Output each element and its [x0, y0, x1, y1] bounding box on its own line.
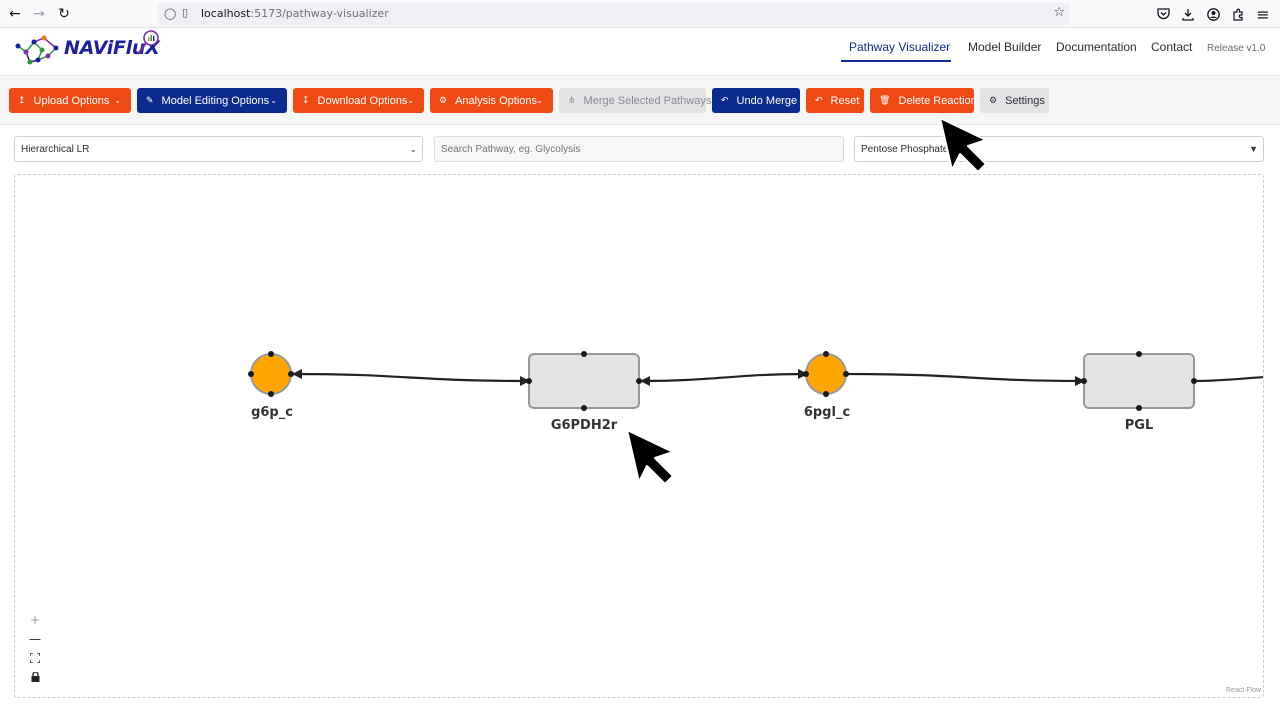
analysis-icon: ⚙: [439, 95, 448, 105]
pathway-select[interactable]: Pentose Phosphate ▼: [854, 136, 1264, 162]
search-pathway-input[interactable]: [434, 136, 844, 162]
download-options-label: Download Options: [317, 94, 408, 107]
metabolite-node-6pgl_c[interactable]: [803, 351, 849, 397]
forward-icon[interactable]: →: [33, 6, 45, 22]
download-options-button[interactable]: ↧ Download Options ⌄: [293, 88, 424, 113]
delete-reaction-label: Delete Reaction: [898, 94, 977, 107]
flow-controls: + —: [27, 612, 43, 688]
release-label: Release v1.0: [1207, 43, 1266, 54]
reaction-node-PGL[interactable]: [1081, 351, 1197, 411]
menu-icon[interactable]: ≡: [1256, 4, 1270, 24]
chevron-down-icon: ⌄: [536, 96, 543, 105]
browser-toolbar: ← → ↻ ◯ ▯ localhost:5173/pathway-visuali…: [0, 0, 1280, 28]
nav-model-builder[interactable]: Model Builder: [968, 40, 1042, 54]
merge-icon: ⋔: [568, 95, 576, 105]
edge-PGL-out[interactable]: [1192, 376, 1264, 383]
merge-selected-pathways-label: Merge Selected Pathways: [583, 94, 712, 107]
undo-merge-label: Undo Merge: [736, 94, 798, 107]
upload-icon: ↥: [18, 95, 26, 105]
node-label-g6p_c: g6p_c: [251, 405, 293, 420]
edge-G6PDH2r-6pgl[interactable]: [640, 369, 808, 386]
shield-icon: ◯: [164, 7, 177, 20]
node-label-6pgl_c: 6pgl_c: [803, 405, 851, 420]
chevron-down-icon: ⌄: [407, 96, 414, 105]
back-icon[interactable]: ←: [9, 6, 21, 22]
caret-down-icon: ▼: [1249, 144, 1258, 154]
logo-text: NAViFluX: [64, 37, 160, 59]
reset-icon: ↶: [815, 95, 823, 105]
chevron-down-icon: ⌄: [114, 96, 121, 105]
reaction-node-G6PDH2r[interactable]: [526, 351, 642, 411]
fit-view-icon[interactable]: [27, 650, 43, 666]
active-tab-indicator: [841, 60, 951, 62]
action-toolbar: ↥ Upload Options ⌄ ✎ Model Editing Optio…: [0, 77, 1280, 125]
pathway-select-value: Pentose Phosphate: [861, 144, 949, 155]
undo-merge-button[interactable]: ↶ Undo Merge: [712, 88, 800, 113]
nav-pathway-visualizer[interactable]: Pathway Visualizer: [849, 40, 951, 54]
undo-icon: ↶: [721, 95, 729, 105]
extensions-icon[interactable]: [1230, 6, 1246, 22]
edit-icon: ✎: [146, 95, 154, 105]
cursor-arrow-icon: [626, 429, 674, 485]
reset-button[interactable]: ↶ Reset: [806, 88, 864, 113]
settings-label: Settings: [1005, 94, 1045, 107]
react-flow-attribution[interactable]: React Flow: [1226, 687, 1262, 694]
layout-select[interactable]: Hierarchical LR ⌄: [14, 136, 423, 162]
reload-icon[interactable]: ↻: [58, 6, 70, 22]
pocket-icon[interactable]: [1155, 6, 1171, 22]
gear-icon: ⚙: [989, 95, 998, 105]
chevron-down-icon: ⌄: [409, 144, 417, 154]
logo[interactable]: NAViFluX: [14, 28, 174, 74]
cursor-arrow-icon: [939, 117, 987, 173]
page-icon: ▯: [182, 6, 189, 19]
delete-reaction-button[interactable]: 🗑 Delete Reaction: [870, 88, 977, 113]
trash-icon: 🗑: [879, 95, 891, 105]
model-editing-options-button[interactable]: ✎ Model Editing Options ⌄: [137, 88, 287, 113]
nav-contact[interactable]: Contact: [1151, 40, 1193, 54]
app-header: NAViFluX Pathway Visualizer Model Builde…: [0, 28, 1280, 76]
url-text: localhost:5173/pathway-visualizer: [201, 7, 389, 20]
edge-g6p-G6PDH2r[interactable]: [292, 369, 530, 386]
downloads-icon[interactable]: [1180, 6, 1196, 22]
bookmark-star-icon[interactable]: ☆: [1053, 5, 1065, 20]
upload-options-button[interactable]: ↥ Upload Options ⌄: [9, 88, 131, 113]
metabolite-node-g6p_c[interactable]: [248, 351, 294, 397]
zoom-out-button[interactable]: —: [29, 632, 41, 646]
analysis-options-label: Analysis Options: [455, 94, 538, 107]
reset-label: Reset: [830, 94, 860, 107]
account-icon[interactable]: [1205, 6, 1221, 22]
upload-options-label: Upload Options: [33, 94, 110, 107]
merge-selected-pathways-button[interactable]: ⋔ Merge Selected Pathways: [559, 88, 711, 113]
download-icon: ↧: [302, 95, 310, 105]
node-label-PGL: PGL: [1124, 418, 1154, 433]
lock-icon[interactable]: [27, 669, 43, 685]
settings-button[interactable]: ⚙ Settings: [980, 88, 1049, 113]
edge-6pgl-PGL[interactable]: [846, 372, 1085, 386]
model-editing-options-label: Model Editing Options: [161, 94, 270, 107]
layout-select-value: Hierarchical LR: [21, 144, 90, 155]
node-label-G6PDH2r: G6PDH2r: [550, 418, 618, 433]
url-bar[interactable]: ◯ ▯ localhost:5173/pathway-visualizer ☆: [158, 3, 1070, 25]
flow-canvas[interactable]: g6p_c G6PDH2r 6pgl_c PGL: [14, 174, 1264, 698]
nav-documentation[interactable]: Documentation: [1056, 40, 1137, 54]
chevron-down-icon: ⌄: [270, 96, 277, 105]
zoom-in-button[interactable]: +: [29, 613, 41, 627]
analysis-options-button[interactable]: ⚙ Analysis Options ⌄: [430, 88, 553, 113]
